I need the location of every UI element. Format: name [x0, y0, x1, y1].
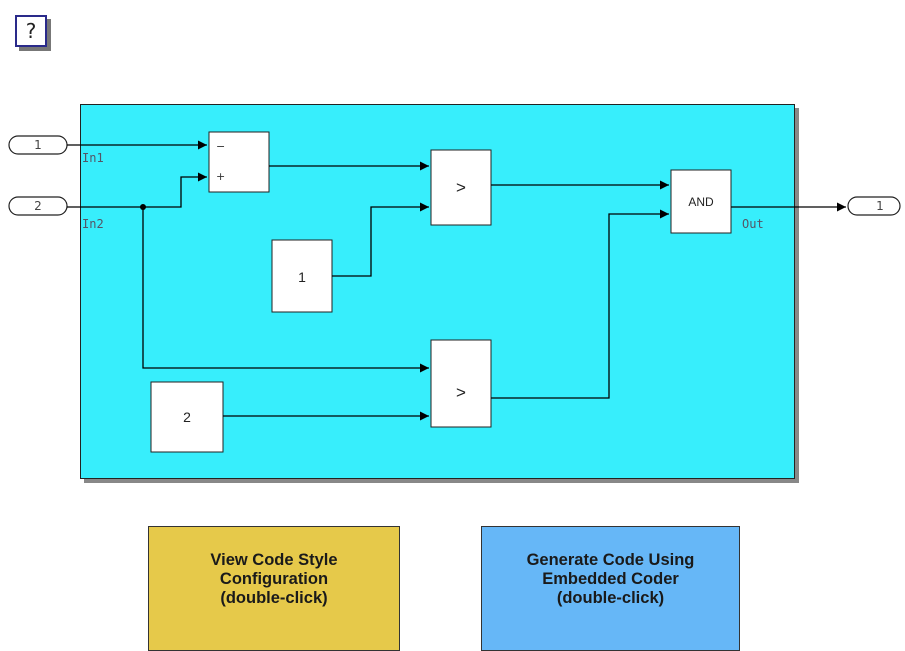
- view-code-style-line3: (double-click): [220, 589, 328, 607]
- line-in2-to-sum[interactable]: [67, 172, 207, 208]
- compare-top-label: >: [456, 178, 466, 197]
- sum-plus-sign: +: [216, 170, 225, 183]
- line-in2-to-compare-bottom[interactable]: [142, 207, 429, 373]
- line-const1-to-compare-top[interactable]: [332, 202, 429, 277]
- constant-2-value: 2: [183, 409, 191, 425]
- inport-1[interactable]: 1: [8, 135, 68, 155]
- and-label: AND: [688, 195, 714, 209]
- line-compare-bottom-to-and[interactable]: [491, 209, 669, 399]
- constant-1-value: 1: [298, 269, 306, 285]
- inport-1-number: 1: [34, 138, 42, 152]
- generate-code-line2: Embedded Coder: [542, 570, 679, 588]
- compare-bottom-label: >: [456, 383, 466, 402]
- compare-top-block[interactable]: >: [430, 149, 492, 226]
- out-label: Out: [742, 217, 764, 231]
- sum-minus-sign: −: [216, 140, 225, 153]
- outport-1[interactable]: 1: [847, 196, 901, 216]
- generate-code-button[interactable]: Generate Code Using Embedded Coder (doub…: [481, 526, 740, 651]
- in2-label: In2: [82, 217, 104, 231]
- compare-bottom-block[interactable]: >: [430, 339, 492, 428]
- signal-lines: [67, 140, 846, 421]
- view-code-style-line1: View Code Style: [210, 551, 338, 569]
- view-code-style-button[interactable]: View Code Style Configuration (double-cl…: [148, 526, 400, 651]
- inport-2-number: 2: [34, 199, 42, 213]
- sum-block[interactable]: − +: [208, 131, 270, 193]
- in1-label: In1: [82, 151, 104, 165]
- and-block[interactable]: AND: [670, 169, 732, 234]
- generate-code-line1: Generate Code Using: [526, 551, 695, 569]
- branch-point: [140, 204, 146, 210]
- outport-1-number: 1: [876, 199, 884, 213]
- help-button[interactable]: ?: [15, 15, 47, 47]
- help-label: ?: [25, 19, 37, 43]
- constant-2-block[interactable]: 2: [150, 381, 224, 453]
- view-code-style-line2: Configuration: [219, 570, 329, 588]
- generate-code-line3: (double-click): [556, 589, 665, 607]
- constant-1-block[interactable]: 1: [271, 239, 333, 313]
- inport-2[interactable]: 2: [8, 196, 68, 216]
